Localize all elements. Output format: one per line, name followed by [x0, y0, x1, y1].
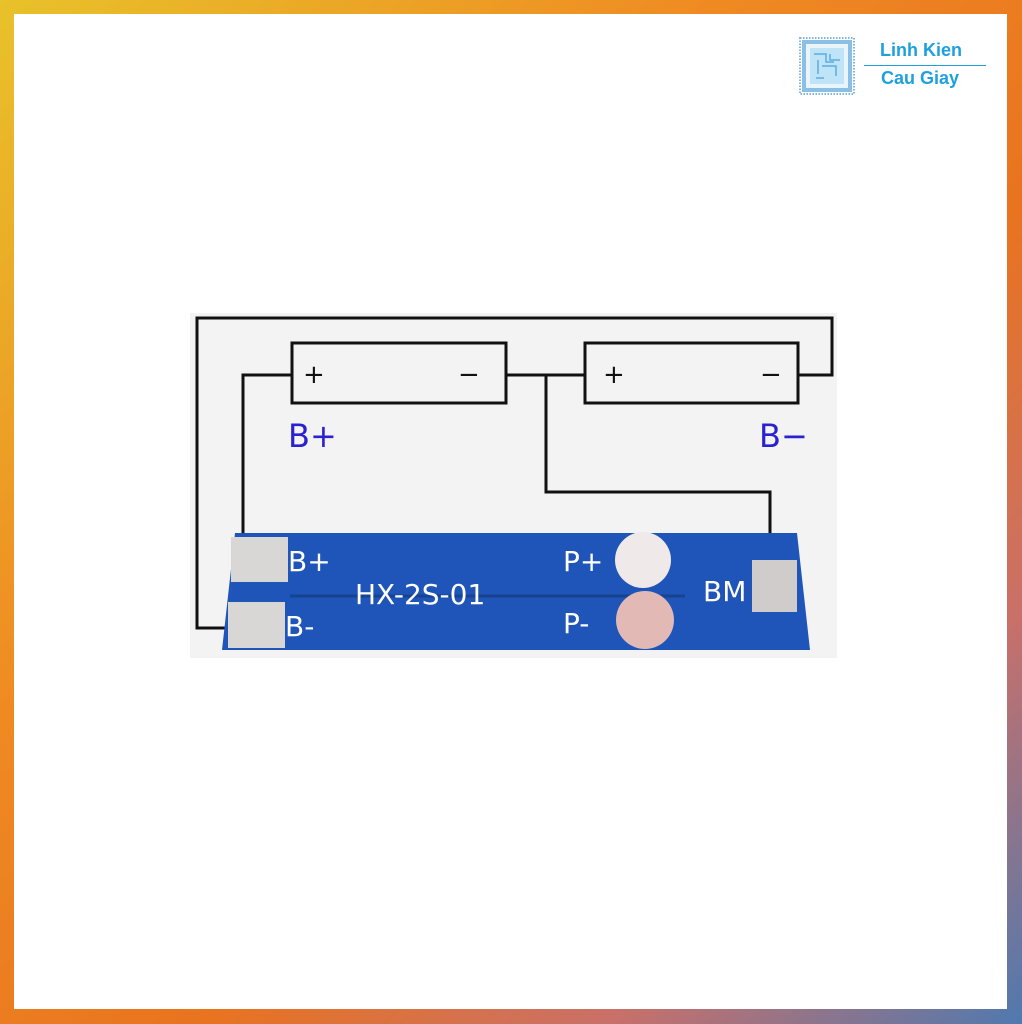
battery-2-minus: −: [760, 360, 782, 390]
wiring-diagram: + − + − B+ B− B+ B- HX-2S-01 P+ P- BM: [190, 313, 837, 658]
board-label-p-minus: P-: [563, 607, 589, 640]
battery-2-plus: +: [603, 360, 625, 390]
pad-bm: [752, 560, 797, 612]
battery-1-plus: +: [303, 360, 325, 390]
pad-p-minus: [616, 591, 674, 649]
wire-b-plus: [241, 373, 292, 540]
board-label-b-minus: B-: [285, 610, 314, 643]
brand-name-line2: Cau Giay: [881, 68, 960, 88]
battery-2: [583, 341, 800, 405]
battery-1-minus: −: [458, 360, 480, 390]
brand-name-line1: Linh Kien: [880, 40, 962, 60]
pad-b-minus: [228, 602, 285, 648]
board-label-bm: BM: [703, 575, 746, 608]
pad-p-plus: [615, 532, 671, 588]
board-label-b-plus: B+: [288, 545, 331, 578]
board-label-p-plus: P+: [563, 545, 603, 578]
brand-divider: [864, 65, 986, 66]
pad-b-plus: [231, 537, 288, 582]
board-model: HX-2S-01: [355, 578, 485, 611]
battery-1: [290, 341, 508, 405]
chip-logo-icon: [799, 37, 855, 95]
label-b-minus: B−: [759, 417, 808, 455]
wire-outer-loop: [195, 316, 834, 630]
label-b-plus: B+: [288, 417, 337, 455]
